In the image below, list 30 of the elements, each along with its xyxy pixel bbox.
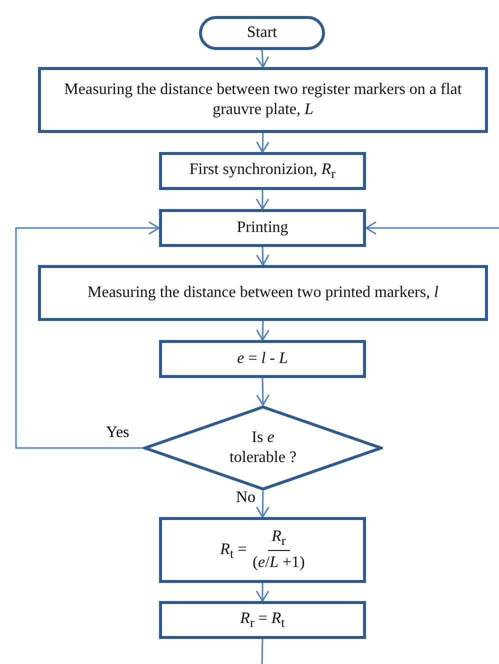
process-box — [159, 209, 366, 247]
process-box — [159, 340, 366, 378]
step-text: First synchronizion, R$_{r}$ — [189, 160, 336, 182]
arrow — [256, 490, 270, 518]
connector-line — [261, 638, 264, 664]
arrow — [256, 246, 270, 266]
edge-label: No — [234, 489, 258, 507]
arrow — [256, 190, 270, 210]
process-box — [38, 67, 488, 133]
process-box — [159, 601, 366, 639]
step-text: Measuring the distance between two register markers on a flat grauvre plate, L — [63, 80, 463, 120]
arrow — [15, 221, 160, 449]
step-text: e = l - L — [237, 349, 288, 369]
terminal-shape — [199, 16, 325, 50]
process-box — [38, 265, 488, 321]
step-text: Printing — [236, 218, 288, 238]
arrow — [256, 132, 270, 153]
decision-text: Is e tolerable ? — [228, 428, 298, 468]
decision-diamond — [143, 405, 383, 491]
arrow — [256, 583, 270, 602]
step-text: Measuring the distance between two printed markers, l — [87, 283, 438, 303]
process-box — [159, 517, 366, 583]
arrow — [256, 378, 270, 406]
formula: R$_{t}$ = R$_{r}$ (e/L +1) — [220, 526, 305, 574]
step-text: R$_{r}$ = R$_{t}$ — [240, 608, 285, 632]
step-text: Start — [246, 23, 278, 43]
process-box — [159, 152, 366, 190]
arrow — [256, 50, 270, 68]
arrow — [256, 320, 270, 341]
arrow — [365, 221, 499, 235]
